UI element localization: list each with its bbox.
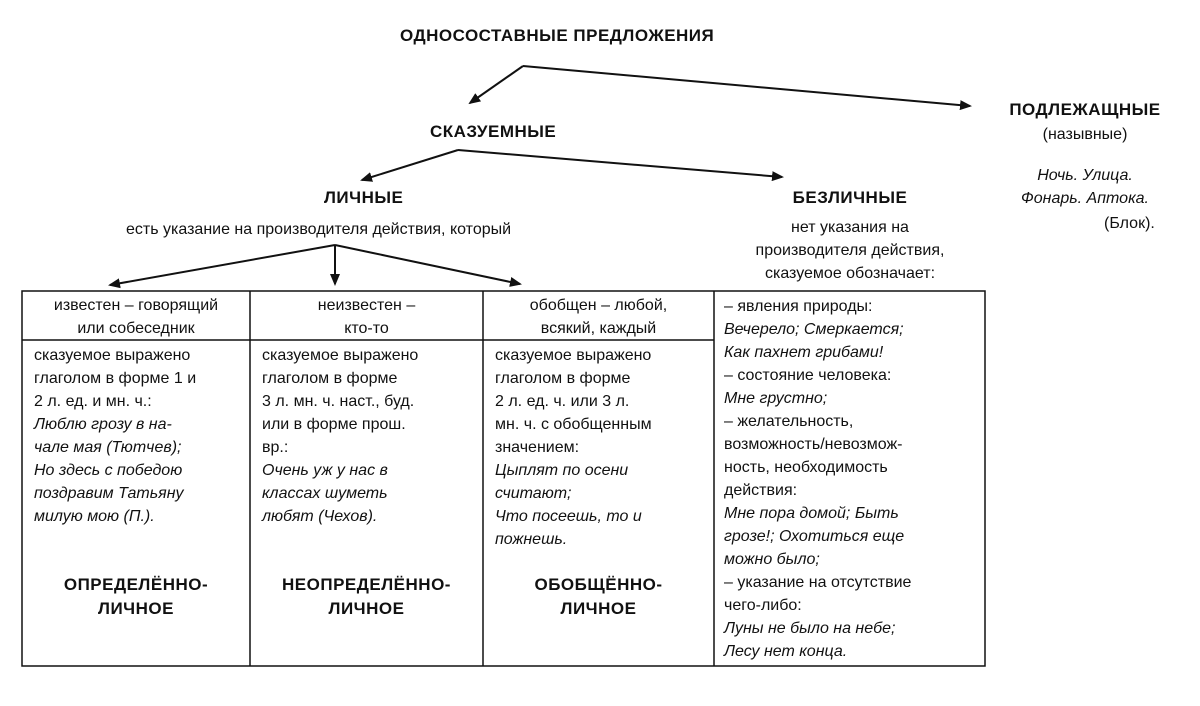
- bezlichnye-example-line: грозе!; Охотиться еще: [724, 528, 905, 545]
- arrow-lichnye-col1: [108, 244, 336, 289]
- bezlichnye-example-line: Как пахнет грибами!: [724, 344, 884, 361]
- bezlichnye-meaning-line: – состояние человека:: [724, 367, 892, 384]
- arrow-skazuemnye-bezlichnye: [457, 149, 784, 182]
- column-1-header: известен – говорящий или собеседник: [53, 297, 219, 337]
- table-grid: [21, 290, 986, 667]
- column-2-predicate: сказуемое выражено глаголом в форме 3 л.…: [262, 347, 419, 456]
- column-3-type: ОБОБЩЁННО- ЛИЧНОЕ: [534, 575, 663, 618]
- column-1-predicate: сказуемое выражено глаголом в форме 1 и …: [34, 347, 197, 410]
- column-2-header: неизвестен – кто-то: [317, 297, 416, 337]
- bezlichnye-example-line: Мне грустно;: [724, 390, 828, 407]
- bezlichnye-meaning-line: – указание на отсутствие: [724, 574, 912, 591]
- bezlichnye-meaning-line: ность, необходимость: [724, 459, 888, 476]
- lichnye-description: есть указание на производителя действия,…: [126, 221, 512, 238]
- bezlichnye-meaning-line: – желательность,: [724, 413, 854, 430]
- column-3-predicate: сказуемое выражено глаголом в форме 2 л.…: [495, 347, 652, 456]
- arrow-root-podlezhashchnye: [522, 65, 972, 111]
- podlezhashchnye-author: (Блок).: [1104, 215, 1155, 232]
- arrow-skazuemnye-lichnye: [360, 149, 459, 182]
- podlezhashchnye-example: Ночь. Улица. Фонарь. Аптока.: [1021, 167, 1149, 207]
- column-3-example: Цыплят по осени считают; Что посеешь, то…: [495, 462, 642, 548]
- bezlichnye-example-line: Мне пора домой; Быть: [724, 505, 899, 522]
- bezlichnye-list: – явления природы: Вечерело; Смеркается; К…: [724, 295, 980, 663]
- arrow-lichnye-col3: [334, 244, 522, 287]
- column-1-body: сказуемое выражено глаголом в форме 1 и …: [34, 344, 242, 528]
- column-3-body: сказуемое выражено глаголом в форме 2 л.…: [495, 344, 709, 551]
- column-2-type: НЕОПРЕДЕЛЁННО- ЛИЧНОЕ: [282, 575, 451, 618]
- column-1-example: Люблю грозу в на- чале мая (Тютчев); Но …: [34, 416, 184, 525]
- column-2-example: Очень уж у нас в классах шуметь любят (Ч…: [262, 462, 388, 525]
- bezlichnye-meaning-line: – явления природы:: [724, 298, 873, 315]
- diagram-title: ОДНОСОСТАВНЫЕ ПРЕДЛОЖЕНИЯ: [400, 26, 715, 45]
- bezlichnye-meaning-line: возможность/невозмож-: [724, 436, 903, 453]
- bezlichnye-example-line: Лесу нет конца.: [724, 643, 848, 660]
- bezlichnye-title: БЕЗЛИЧНЫЕ: [792, 188, 908, 207]
- bezlichnye-example-line: можно было;: [724, 551, 820, 568]
- column-2-body: сказуемое выражено глаголом в форме 3 л.…: [262, 344, 476, 528]
- bezlichnye-meaning-line: действия:: [724, 482, 798, 499]
- lichnye-title: ЛИЧНЫЕ: [324, 188, 404, 207]
- column-3-header: обобщен – любой, всякий, каждый: [529, 297, 668, 337]
- skazuemnye-title: СКАЗУЕМНЫЕ: [430, 122, 557, 141]
- bezlichnye-description: нет указания на производителя действия, …: [755, 219, 945, 282]
- podlezhashchnye-title: ПОДЛЕЖАЩНЫЕ: [1009, 100, 1161, 119]
- bezlichnye-meaning-line: чего-либо:: [724, 597, 802, 614]
- bezlichnye-example-line: Луны не было на небе;: [724, 620, 896, 637]
- bezlichnye-example-line: Вечерело; Смеркается;: [724, 321, 904, 338]
- column-1-type: ОПРЕДЕЛЁННО- ЛИЧНОЕ: [63, 575, 209, 618]
- podlezhashchnye-subtitle: (назывные): [1042, 126, 1128, 143]
- arrow-root-skazuemnye: [468, 65, 524, 105]
